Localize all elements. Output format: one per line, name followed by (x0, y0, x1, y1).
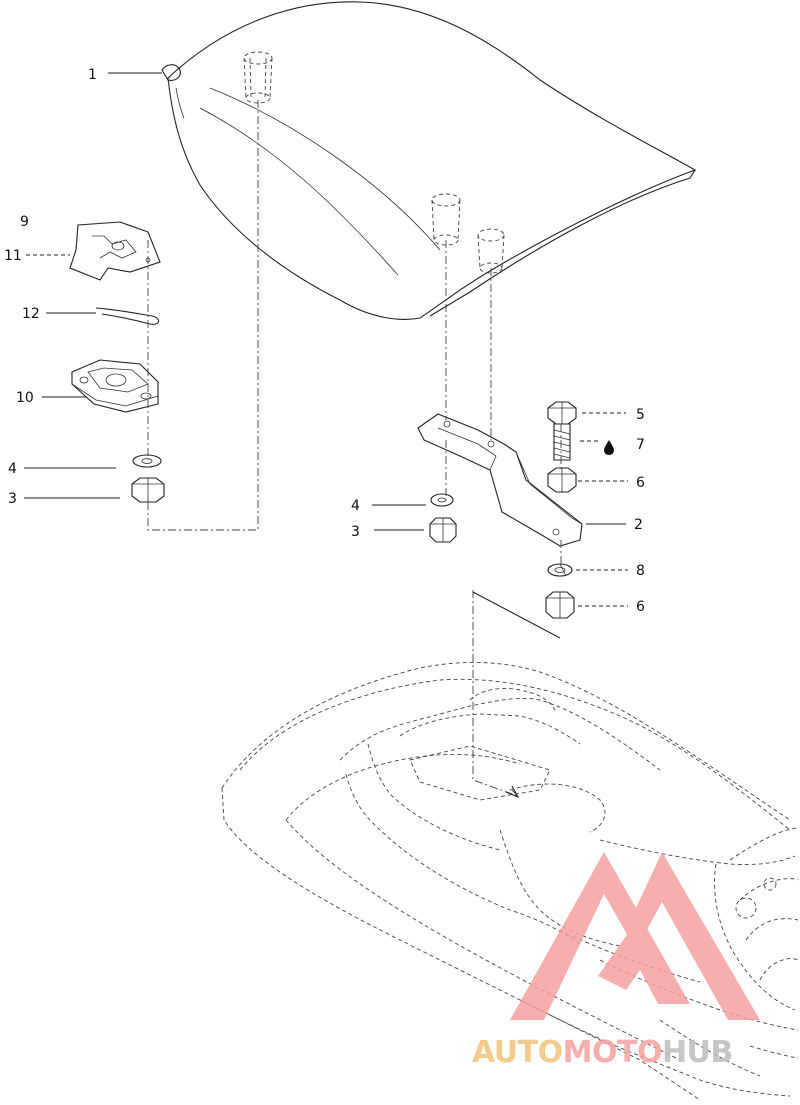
callout-6-top: 6 (636, 475, 645, 491)
bolt (547, 401, 577, 461)
callout-3-left: 3 (8, 491, 17, 507)
oil-drop-icon (604, 440, 614, 455)
svg-text:AUTOMOTOHUB: AUTOMOTOHUB (472, 1035, 733, 1070)
seat-bumper-3 (477, 228, 505, 274)
washer-center (430, 493, 454, 507)
latch-axis (147, 100, 259, 531)
latch-plate (69, 221, 161, 281)
watermark-text-moto: MOTO (563, 1035, 662, 1070)
seat-cover (161, 1, 697, 320)
lock-washer (547, 563, 573, 577)
watermark-logo: AUTOMOTOHUB (472, 852, 760, 1070)
callout-10: 10 (16, 390, 34, 406)
hull-deck (221, 662, 799, 1101)
callout-7: 7 (636, 437, 645, 453)
callout-8: 8 (636, 563, 645, 579)
callout-5: 5 (636, 407, 645, 423)
latch-spring (95, 307, 160, 325)
callout-11: 11 (4, 248, 22, 264)
callout-3-center: 3 (351, 524, 360, 540)
callout-2: 2 (634, 517, 643, 533)
leader-lines (24, 72, 628, 607)
mount-axis (472, 590, 519, 797)
callout-1: 1 (88, 67, 97, 83)
callout-12: 12 (22, 306, 40, 322)
nut-bracket-top (547, 467, 577, 493)
watermark-inner-triangle-icon (598, 916, 690, 1004)
watermark-text-hub: HUB (662, 1035, 733, 1070)
nut-center (429, 517, 457, 543)
watermark-text-auto: AUTO (472, 1035, 563, 1070)
washer-left (132, 454, 162, 468)
callout-4-center: 4 (351, 498, 360, 514)
bracket-axis (445, 240, 562, 568)
nut-bottom (545, 591, 575, 619)
latch-base (71, 359, 159, 413)
callout-6-bottom: 6 (636, 599, 645, 615)
callout-4-left: 4 (8, 461, 17, 477)
callout-9: 9 (20, 214, 29, 230)
nut-left (131, 477, 165, 503)
bracket (417, 413, 583, 547)
seat-bumper-2 (431, 193, 461, 246)
mount-arrow (472, 591, 561, 799)
seat-bumper-1 (243, 51, 273, 104)
